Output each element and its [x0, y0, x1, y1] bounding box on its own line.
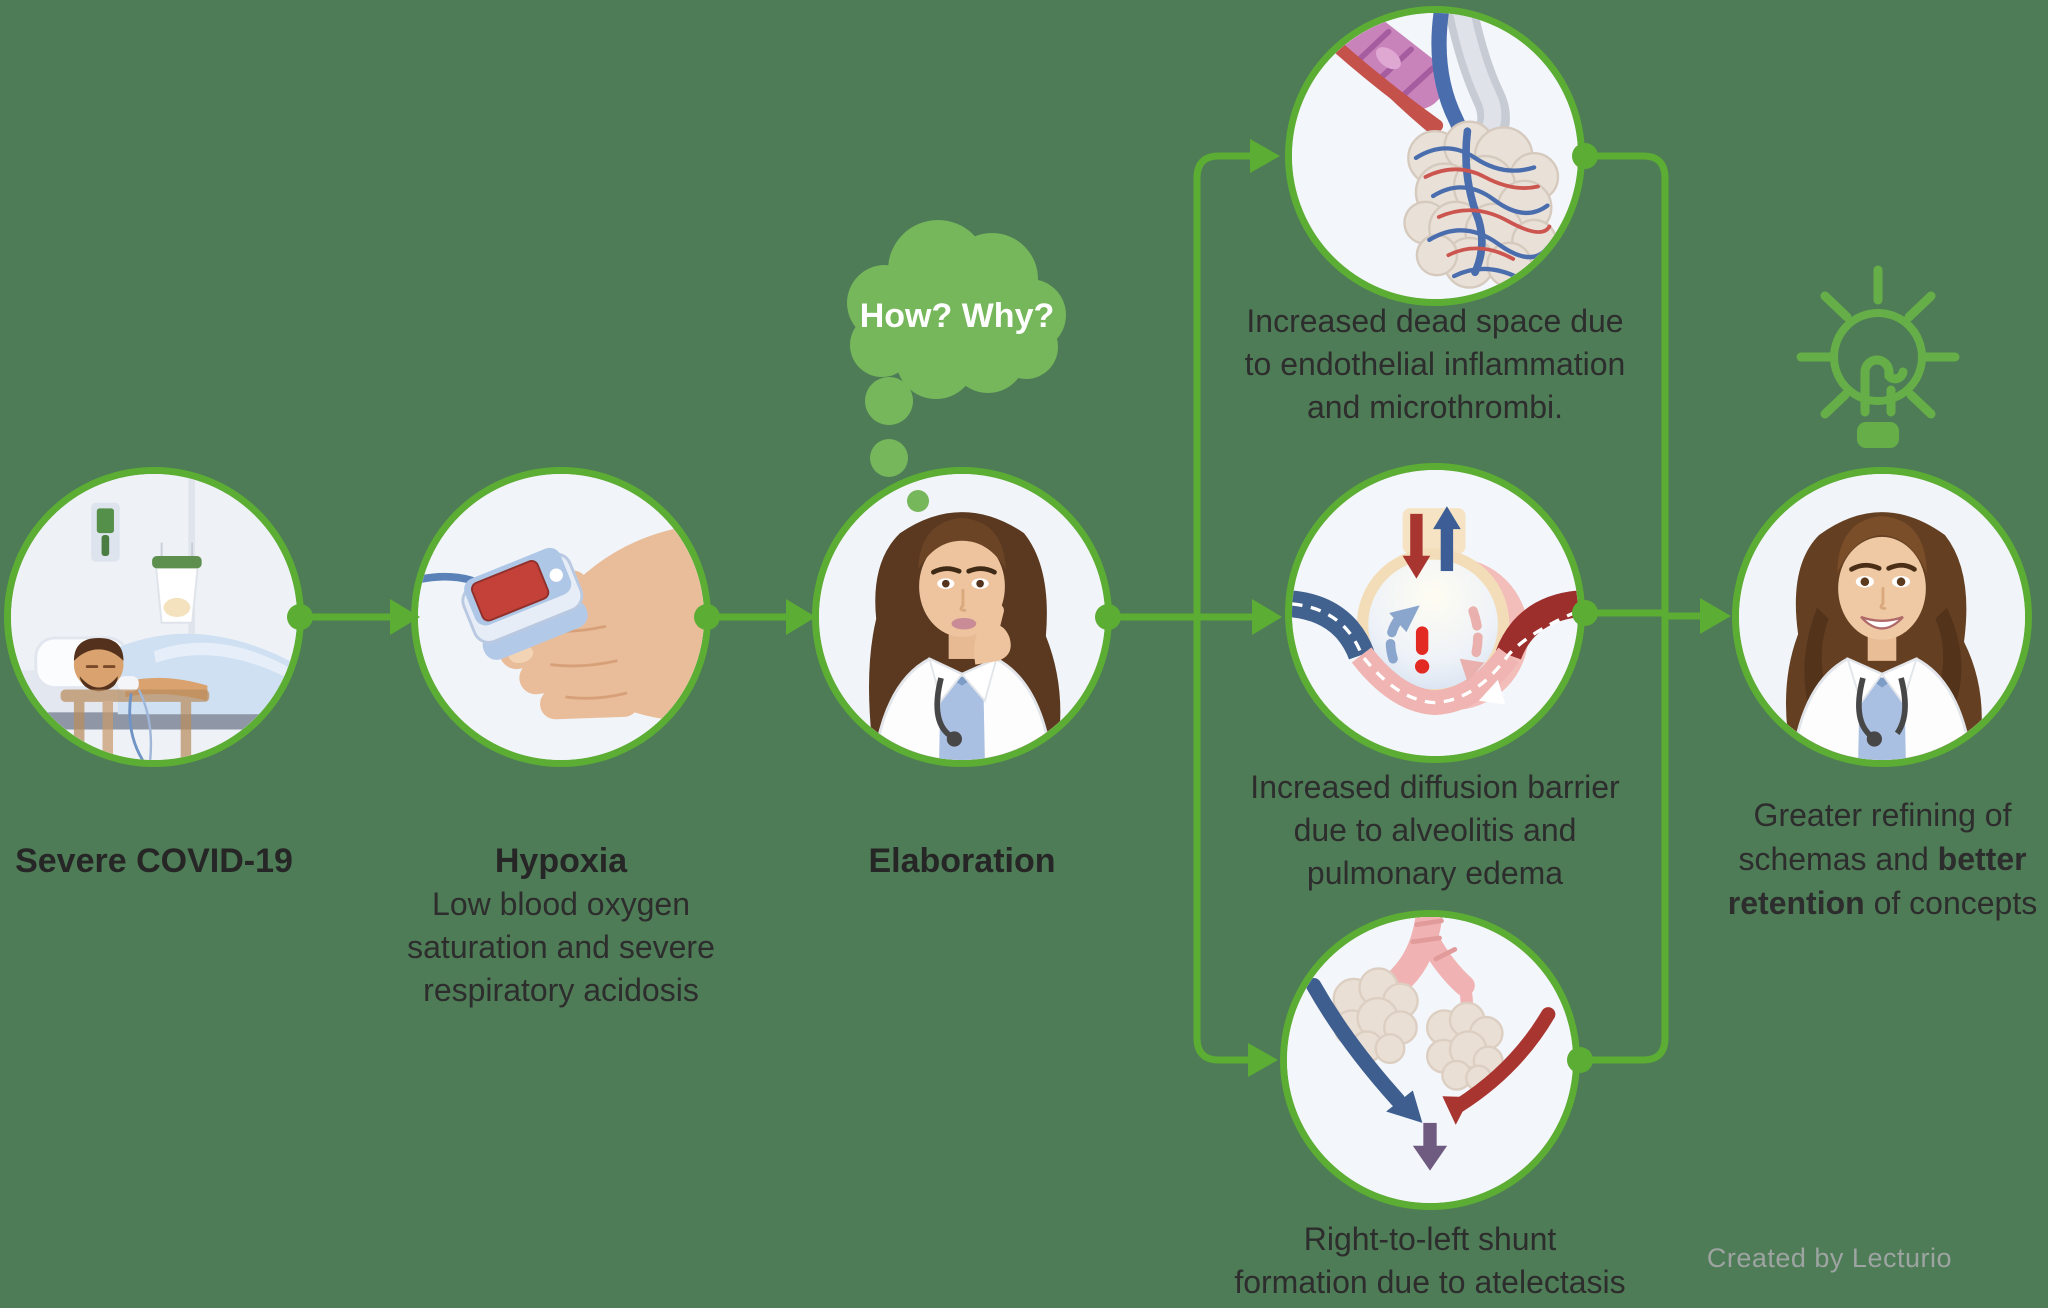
thought-bubble-text: How? Why?: [860, 297, 1055, 335]
thinking-doctor-illustration: [819, 474, 1105, 760]
alveolus-diffusion-illustration: [1292, 470, 1578, 756]
idea-lightbulb-icon: [1796, 265, 1960, 448]
caption-severe-covid: Severe COVID-19: [4, 797, 304, 883]
arrowhead-dead-space: [1250, 139, 1280, 173]
node-outcome: [1732, 467, 2032, 767]
microthrombi-alveoli-illustration: [1292, 13, 1578, 299]
caption-diffusion-barrier: Increased diffusion barrier due to alveo…: [1250, 769, 1620, 891]
microthrombi-alveoli-art: [1292, 13, 1578, 299]
node-severe-covid: [4, 467, 304, 767]
smiling-doctor-art: [1739, 474, 2025, 760]
patient-in-bed-illustration: [11, 474, 297, 760]
node-diffusion-barrier: [1285, 463, 1585, 763]
pulse-oximeter-illustration: [418, 474, 704, 760]
hypoxia-title: Hypoxia: [494, 842, 628, 880]
branch-trunk-line: [1193, 152, 1254, 1064]
thinking-doctor-art: [819, 474, 1105, 760]
caption-shunt: Right-to-left shunt formation due to ate…: [1234, 1221, 1626, 1300]
alveolus-diffusion-art: [1292, 470, 1578, 756]
caption-hypoxia: Hypoxia Low blood oxygen saturation and …: [406, 797, 716, 1055]
elaboration-label: Elaboration: [868, 842, 1056, 880]
atelectasis-shunt-illustration: [1287, 917, 1573, 1203]
atelectasis-shunt-art: [1287, 917, 1573, 1203]
arrowhead-shunt: [1248, 1043, 1278, 1077]
node-dead-space: [1285, 6, 1585, 306]
node-shunt: [1280, 910, 1580, 1210]
collector-trunk-line: [1576, 152, 1669, 1064]
node-elaboration: [812, 467, 1112, 767]
arrowhead-diffusion: [1252, 599, 1282, 635]
patient-in-bed-art: [11, 474, 297, 760]
credit-text: Created by Lecturio: [1706, 1243, 1952, 1273]
hypoxia-description: Low blood oxygen saturation and severe r…: [407, 886, 715, 1008]
smiling-doctor-illustration: [1739, 474, 2025, 760]
node-hypoxia: [411, 467, 711, 767]
caption-dead-space: Increased dead space due to endothelial …: [1244, 303, 1626, 425]
arrowhead-outcome: [1700, 598, 1731, 634]
pulse-oximeter-art: [418, 474, 704, 760]
severe-covid-label: Severe COVID-19: [15, 842, 293, 880]
caption-elaboration: Elaboration: [812, 797, 1112, 883]
